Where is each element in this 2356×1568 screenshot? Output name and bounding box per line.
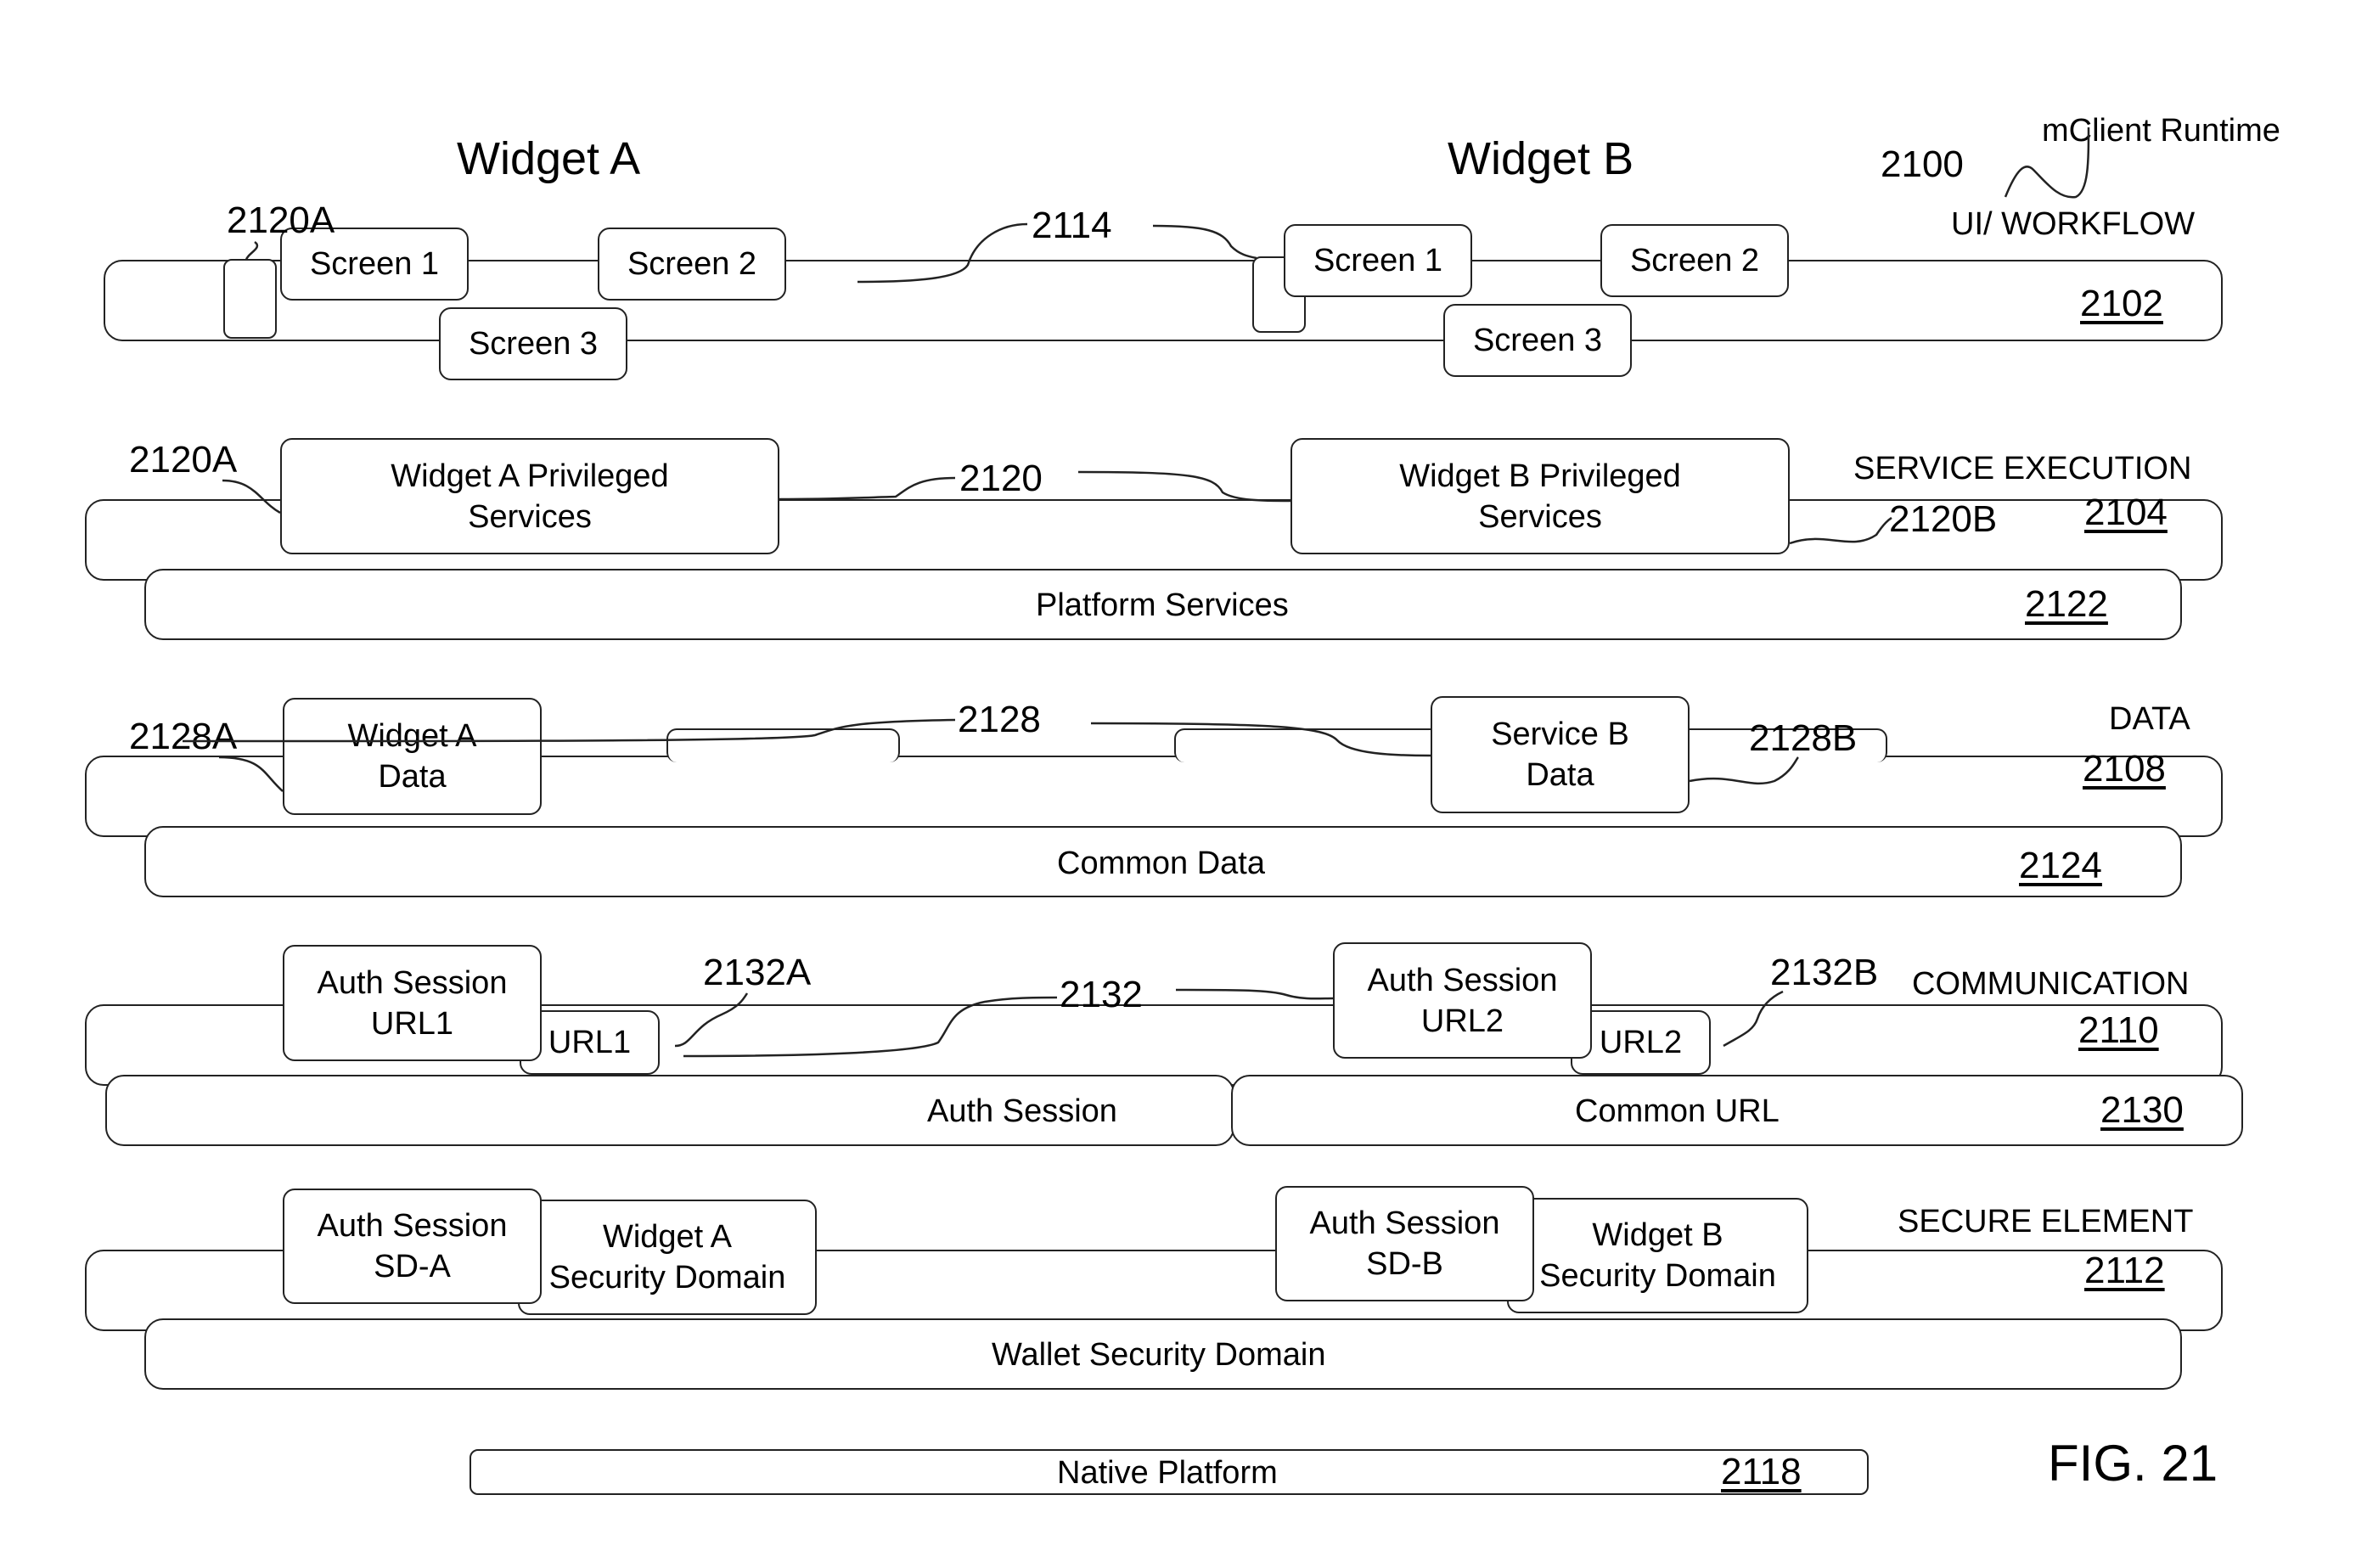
comm-2132b-leader <box>1723 992 1783 1046</box>
service-2120a-leader <box>222 481 280 513</box>
comm-2132-right <box>1176 990 1333 998</box>
runtime-squiggle <box>2005 127 2089 197</box>
service-2120b-leader <box>1790 518 1892 543</box>
data-2128-right <box>1091 723 1431 756</box>
ui-2114-left <box>857 224 1027 282</box>
service-2120-right <box>1078 472 1290 501</box>
data-2128b-leader <box>1690 757 1798 784</box>
comm-2132-left <box>683 998 1057 1056</box>
ui-2120a-leader <box>246 242 257 260</box>
data-2128a-leader <box>219 757 283 791</box>
comm-2132a-leader <box>675 993 747 1046</box>
ui-2114-right <box>1153 226 1257 258</box>
service-2120-left <box>779 478 955 499</box>
data-2128-left <box>183 720 955 741</box>
